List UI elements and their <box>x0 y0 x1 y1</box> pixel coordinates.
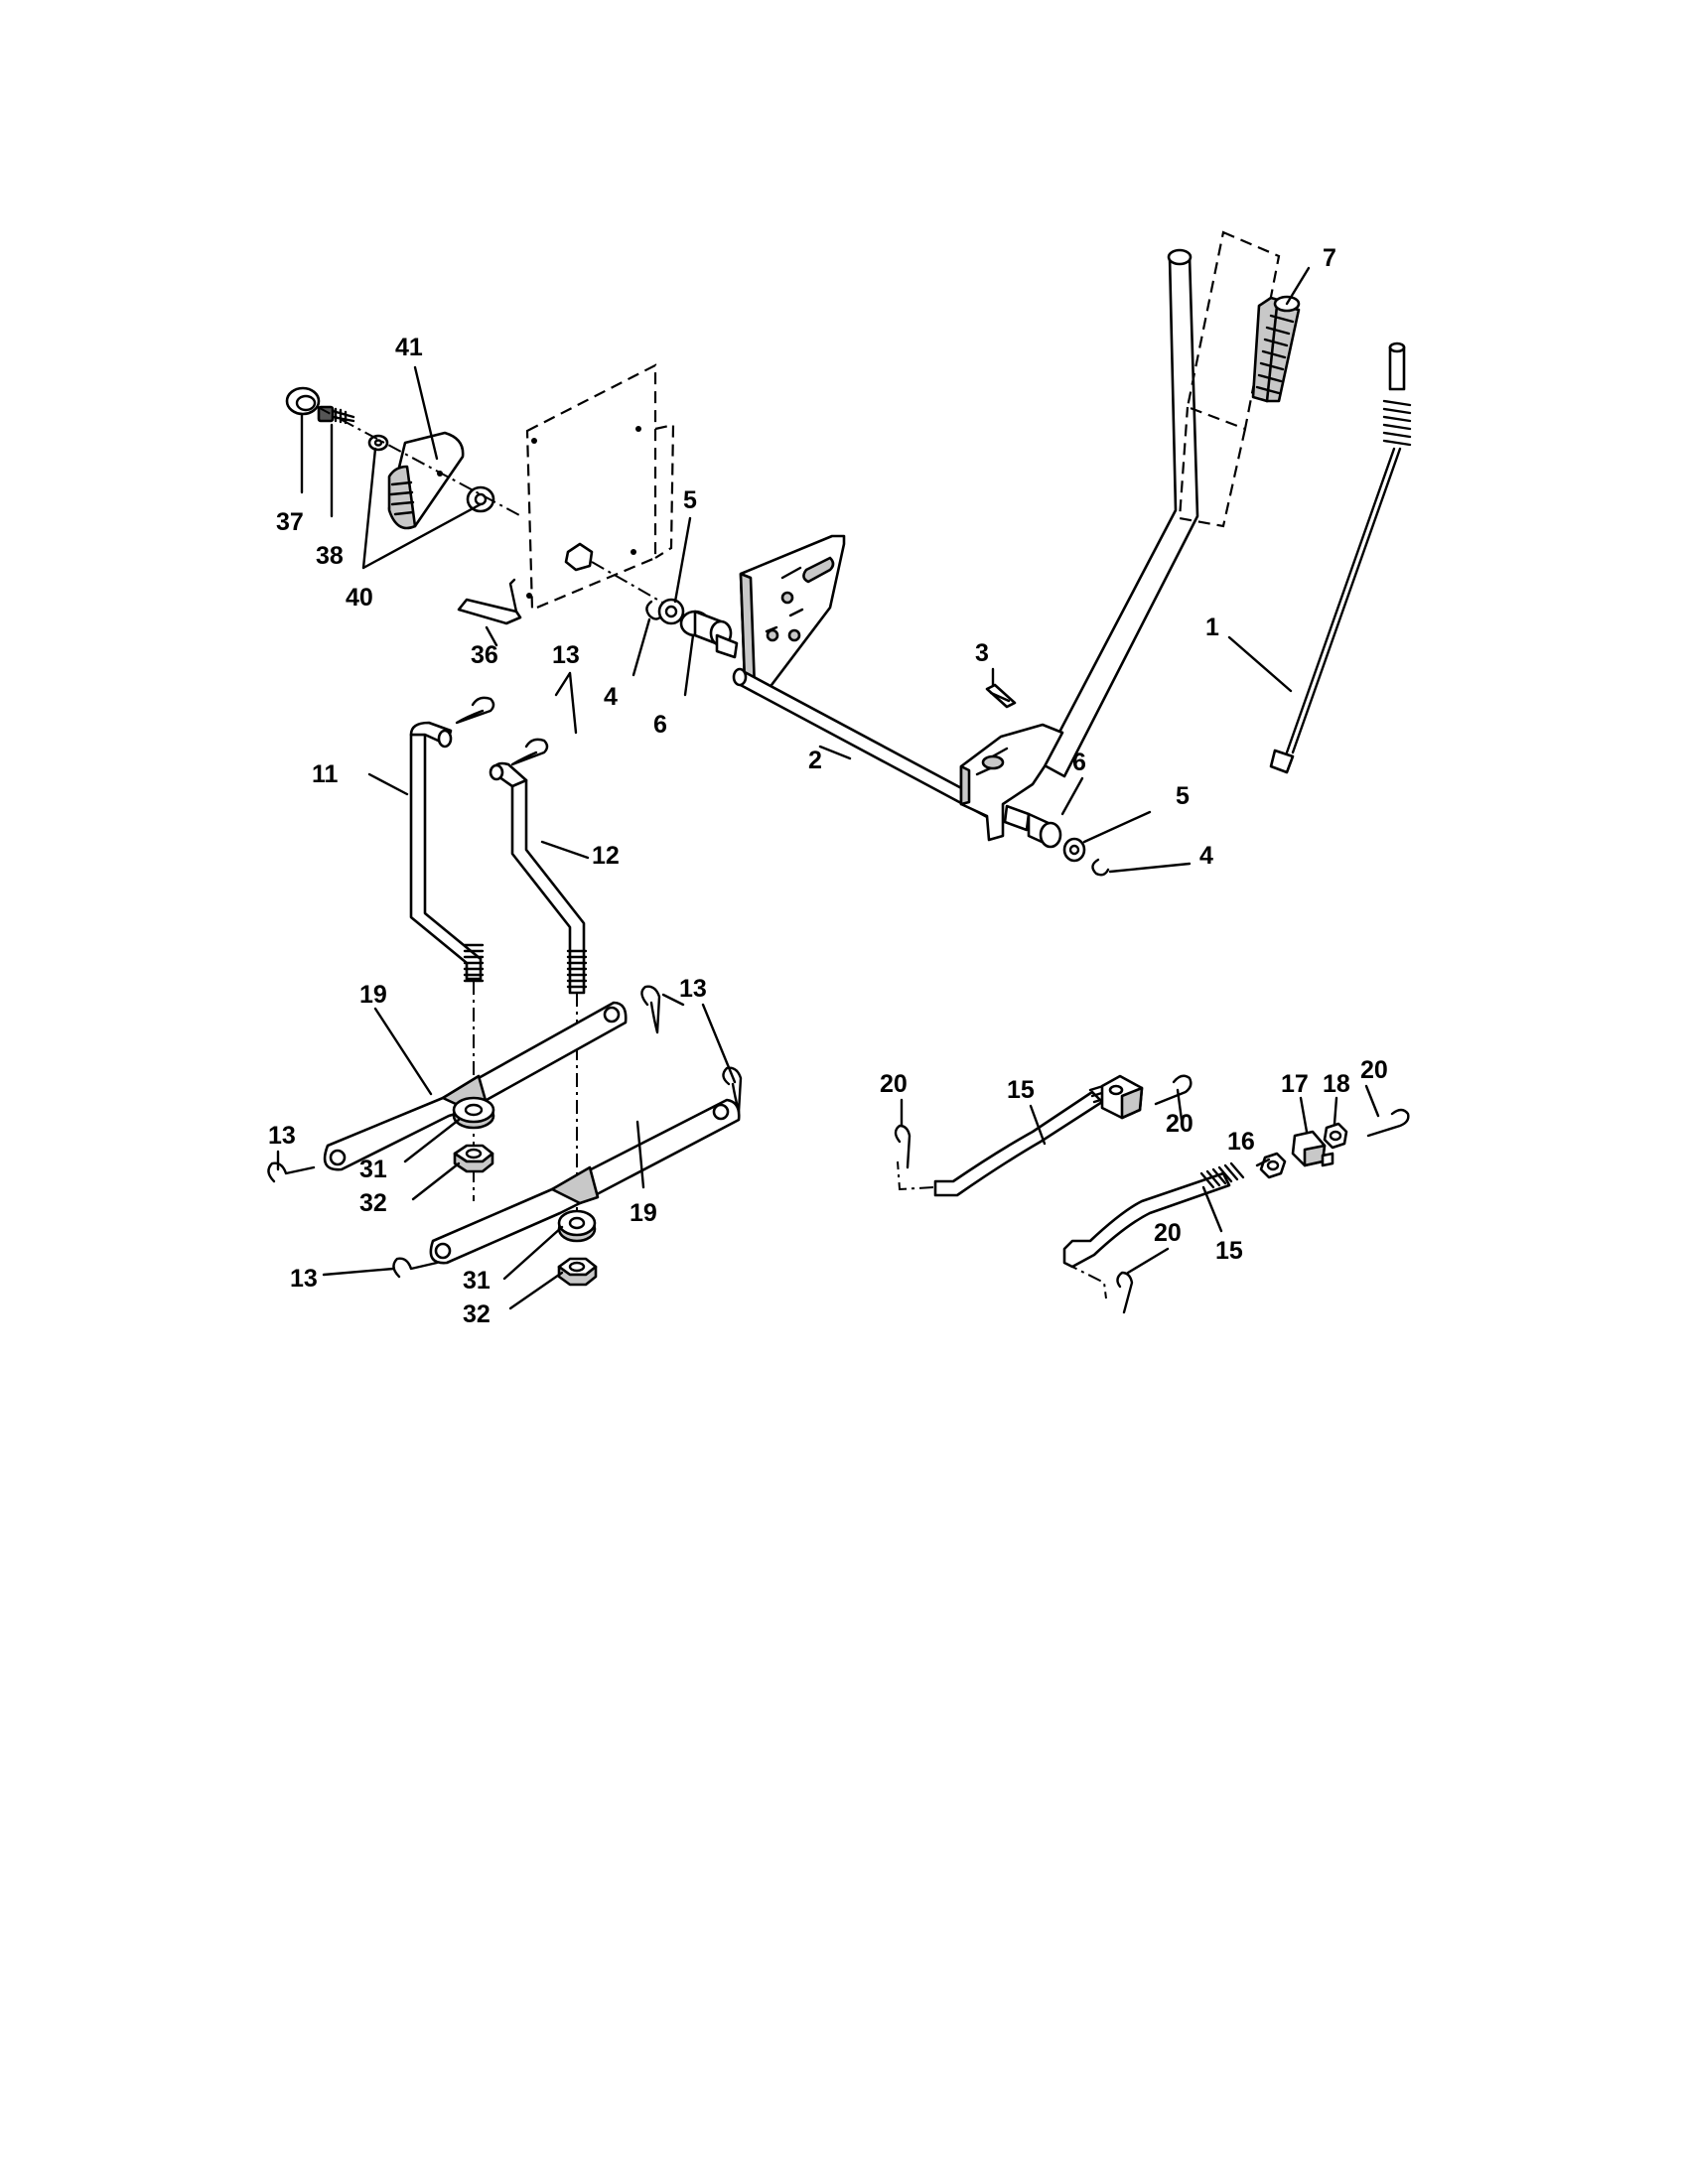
callout-20-d: 20 <box>1154 1219 1182 1247</box>
part-4-ring-right <box>1091 858 1110 877</box>
part-6-bushing-left <box>679 610 733 647</box>
part-13-clips-right <box>640 985 743 1114</box>
callout-20-a: 20 <box>880 1070 908 1098</box>
callout-4-left: 4 <box>604 683 618 711</box>
knob-assembly <box>285 386 522 530</box>
part-32-nut-lower <box>557 1257 598 1287</box>
callout-18: 18 <box>1323 1070 1350 1098</box>
callout-32-upper: 32 <box>359 1189 387 1217</box>
callout-32-lower: 32 <box>463 1300 491 1328</box>
callout-1: 1 <box>1205 614 1219 641</box>
callout-19-lower: 19 <box>630 1199 657 1227</box>
part-31-washer-lower <box>557 1209 597 1243</box>
part-19-lift-arm-lower <box>429 1098 741 1265</box>
callout-40: 40 <box>346 584 373 612</box>
part-16-nut <box>1259 1152 1287 1179</box>
callout-7: 7 <box>1323 244 1336 272</box>
callout-5-right: 5 <box>1176 782 1190 810</box>
callout-15-upper: 15 <box>1007 1076 1035 1104</box>
callout-20-c: 20 <box>1360 1056 1388 1084</box>
part-5-washer-right <box>1062 837 1086 863</box>
left-shaft-hardware <box>645 598 739 659</box>
callout-6-right: 6 <box>1072 749 1086 776</box>
callout-41: 41 <box>395 334 423 361</box>
callout-13-left: 13 <box>268 1122 296 1150</box>
callout-17: 17 <box>1281 1070 1309 1098</box>
part-7-grip <box>1178 230 1301 528</box>
callout-12: 12 <box>592 842 620 870</box>
right-shaft-hardware <box>1003 804 1110 877</box>
part-15-rod-upper <box>897 1074 1144 1197</box>
callout-11: 11 <box>312 760 339 788</box>
callout-13-top: 13 <box>552 641 580 669</box>
callout-2: 2 <box>808 747 822 774</box>
dashed-panel-outline <box>525 363 686 616</box>
part-13-clips-left <box>267 1161 439 1279</box>
callout-15-lower: 15 <box>1215 1237 1243 1265</box>
part-17-block <box>1291 1130 1334 1167</box>
callout-labels: 41 37 38 40 36 5 4 6 13 11 12 2 3 7 1 6 … <box>268 244 1388 1328</box>
part-15-rod-lower <box>1062 1161 1245 1299</box>
mount-plate <box>739 534 846 691</box>
part-20-clips <box>894 1074 1410 1314</box>
part-32-nut-upper <box>453 1144 494 1173</box>
callout-13-lower: 13 <box>290 1265 318 1293</box>
callout-19-upper: 19 <box>359 981 387 1009</box>
part-36-clip <box>457 578 522 625</box>
adjuster-block-upper <box>1100 1074 1144 1120</box>
callout-13-right: 13 <box>679 975 707 1003</box>
part-19-lift-arm-upper <box>323 1001 628 1171</box>
lift-lever <box>959 248 1199 842</box>
callout-3: 3 <box>975 639 989 667</box>
callout-5-left: 5 <box>683 486 697 514</box>
part-6-bushing-right <box>1027 812 1062 849</box>
callout-37: 37 <box>276 508 304 536</box>
part-1-cable <box>1269 341 1412 774</box>
callout-36: 36 <box>471 641 498 669</box>
leader-lines <box>276 266 1380 1310</box>
callout-20-b: 20 <box>1166 1110 1193 1138</box>
part-3-roll-pin <box>985 683 1017 709</box>
part-18-nut <box>1323 1122 1348 1150</box>
callout-4-right: 4 <box>1199 842 1213 870</box>
part-37-cap <box>285 386 321 416</box>
callout-31-upper: 31 <box>359 1156 387 1183</box>
callout-6-left: 6 <box>653 711 667 739</box>
callout-16: 16 <box>1227 1128 1255 1156</box>
part-12-lift-link <box>489 761 588 1231</box>
part-5-washer-left <box>657 598 685 625</box>
part-2-cross-shaft <box>732 667 997 820</box>
callout-31-lower: 31 <box>463 1267 491 1295</box>
part-13-clips-top <box>455 696 549 766</box>
part-41-knob <box>387 431 465 530</box>
callout-38: 38 <box>316 542 344 570</box>
part-31-washer-upper <box>452 1096 495 1130</box>
